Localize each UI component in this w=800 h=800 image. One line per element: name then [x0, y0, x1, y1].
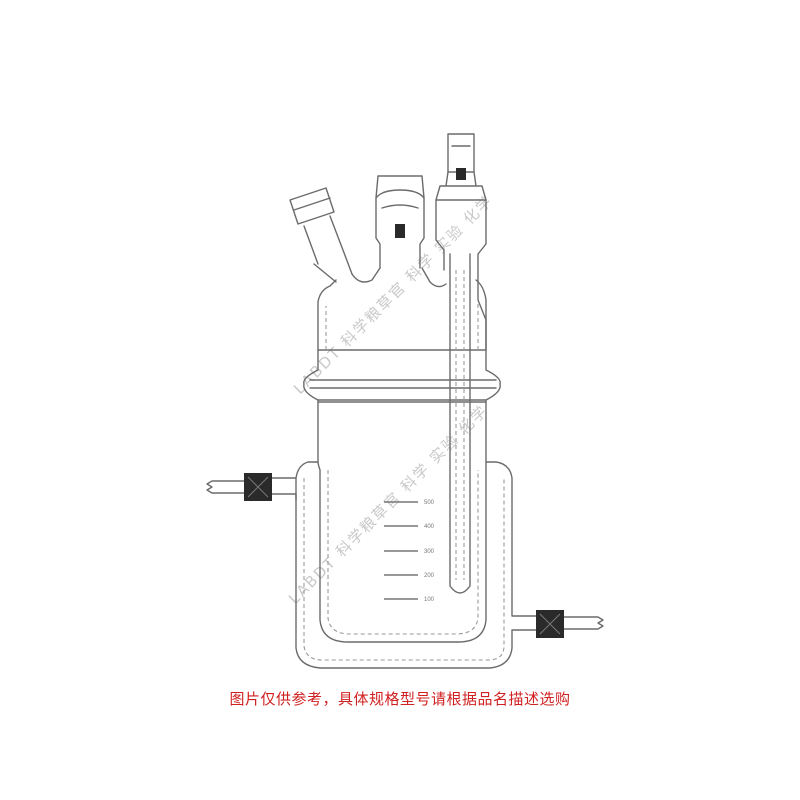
outlet-hose-barb — [563, 616, 604, 630]
center-neck-clip — [395, 224, 405, 238]
thermometer-neck — [435, 199, 487, 351]
center-neck-joint — [375, 175, 425, 209]
outlet-clamp-hatch — [539, 613, 561, 635]
watermark-lower: LABDT 科学粮草官 科学 实验 化学 — [285, 401, 492, 608]
angled-neck-joint — [289, 187, 335, 225]
inner-vessel-inner-wall — [327, 470, 479, 635]
outer-jacket — [295, 461, 537, 669]
lid-shoulder — [351, 267, 447, 288]
graduation-scale: 500 400 300 200 100 — [384, 500, 435, 603]
adapter-clip — [456, 168, 466, 180]
reactor-flange — [303, 349, 501, 401]
inlet-hose-barb — [206, 480, 245, 494]
angled-side-neck — [303, 215, 353, 283]
thermometer-well-inner — [455, 270, 465, 580]
inner-vessel — [317, 399, 487, 643]
thermometer-well — [449, 253, 471, 594]
adapter-top — [447, 133, 475, 173]
graduation-label: 500 — [424, 500, 435, 506]
graduation-label: 100 — [424, 597, 435, 603]
inlet-clamp-hatch — [247, 476, 269, 498]
jacket-inlet-tube — [271, 477, 297, 501]
outer-jacket-inner-wall — [303, 478, 505, 661]
graduation-label: 400 — [424, 524, 435, 530]
graduation-label: 300 — [424, 549, 435, 555]
lid-inner-wall — [325, 304, 479, 350]
disclaimer-caption: 图片仅供参考，具体规格型号请根据品名描述选购 — [229, 690, 571, 708]
graduation-label: 200 — [424, 573, 435, 579]
